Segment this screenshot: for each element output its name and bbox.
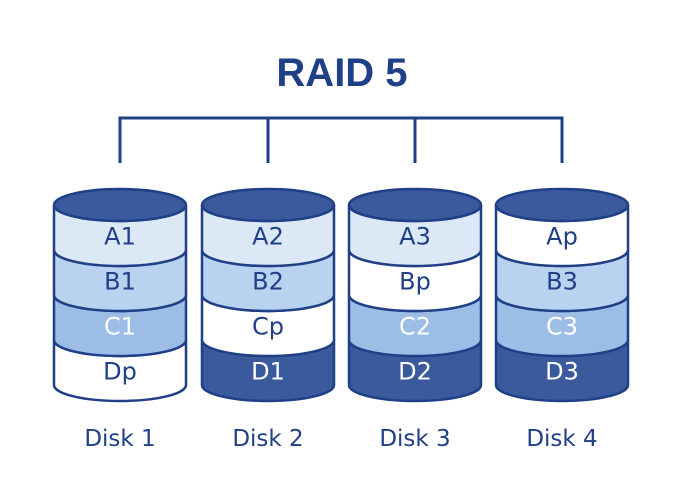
segment-label: Bp xyxy=(399,268,431,296)
segment-label: C2 xyxy=(399,313,431,341)
disk-3-top-cap xyxy=(347,187,483,223)
disk-label: Disk 3 xyxy=(379,426,450,452)
disk-label: Disk 4 xyxy=(526,426,597,452)
segment-label: D2 xyxy=(398,358,432,386)
disk-2-top-cap xyxy=(200,187,336,223)
segment-label: C3 xyxy=(546,313,578,341)
diagram-title: RAID 5 xyxy=(276,51,407,95)
bracket-frame xyxy=(118,116,564,163)
disk-label: Disk 2 xyxy=(232,426,303,452)
disk-4-top-cap xyxy=(494,187,630,223)
segment-label: A3 xyxy=(399,223,431,251)
segment-label: C1 xyxy=(104,313,136,341)
segment-label: B1 xyxy=(104,268,136,296)
segment-label: D3 xyxy=(545,358,579,386)
segment-label: B3 xyxy=(546,268,578,296)
segment-label: Dp xyxy=(103,358,137,386)
disk-label: Disk 1 xyxy=(84,426,155,452)
segment-label: A1 xyxy=(104,223,136,251)
segment-label: B2 xyxy=(252,268,284,296)
connector-bracket xyxy=(118,116,564,163)
segment-label: Cp xyxy=(252,313,284,341)
segment-label: Ap xyxy=(546,223,578,251)
segment-label: D1 xyxy=(251,358,285,386)
segment-label: A2 xyxy=(252,223,284,251)
disk-1-top-cap xyxy=(52,187,188,223)
